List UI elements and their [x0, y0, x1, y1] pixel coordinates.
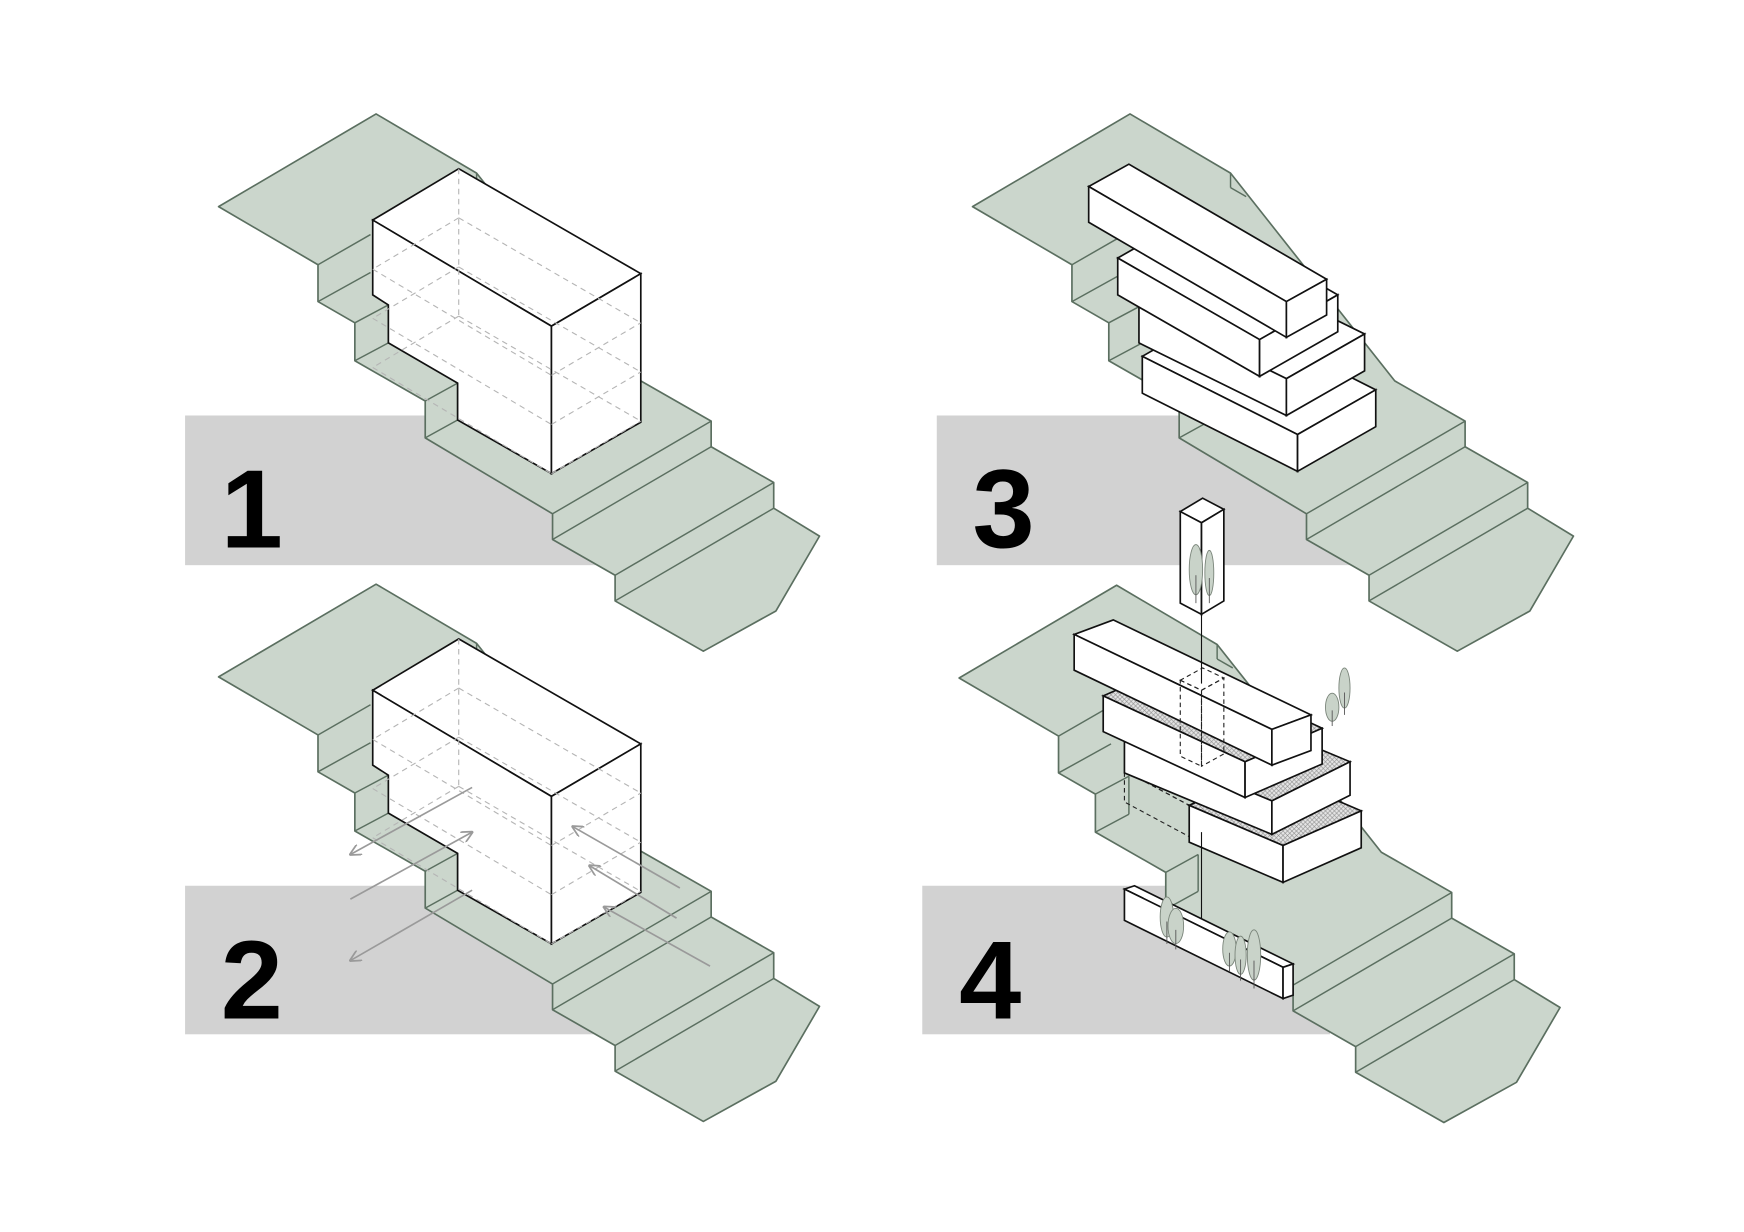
terrain-step-edge — [552, 420, 712, 515]
terrain-step-edge — [614, 507, 775, 602]
terrain-step-edge — [1165, 853, 1199, 873]
floor-line — [458, 785, 642, 892]
terrain-step-edge — [1216, 658, 1234, 669]
terrain-step-edge — [354, 774, 389, 794]
wind-arrow — [350, 889, 473, 960]
terrain-step-edge — [1071, 271, 1125, 303]
floor-line — [372, 317, 552, 425]
terrain-step-edge — [1355, 978, 1515, 1073]
end-face — [1271, 760, 1351, 836]
floor-line — [458, 217, 642, 324]
planter-insert — [1122, 884, 1296, 1000]
panel-4 — [958, 497, 1561, 1124]
building-mass — [371, 637, 643, 946]
courtyard-insert — [1178, 497, 1226, 616]
floor-line — [372, 315, 460, 368]
terrain-step-edge — [317, 233, 371, 266]
terrain-step-edge — [424, 382, 458, 402]
terrain-step-edge — [1292, 917, 1453, 1012]
front-face — [1179, 679, 1203, 768]
terrain-step-edge — [317, 742, 371, 773]
floor-line — [551, 792, 642, 847]
bar-1 — [1086, 163, 1329, 339]
floor-line — [458, 266, 642, 373]
terrain-step-edge — [354, 304, 389, 324]
terrain-step-edge — [424, 419, 458, 439]
floor-line — [551, 890, 642, 945]
step-number-3: 3 — [973, 446, 1035, 571]
terrain-step-edge — [1306, 446, 1466, 541]
floor-line — [372, 785, 460, 839]
terrain-step-edge — [1058, 743, 1112, 774]
wind-arrow — [349, 832, 472, 900]
terrain-step-edge — [1355, 953, 1515, 1048]
end-face — [1285, 277, 1328, 339]
panel-1 — [217, 113, 821, 653]
terrain-step-edge — [354, 812, 389, 832]
step-number-4: 4 — [959, 918, 1021, 1043]
floor-line — [372, 837, 552, 945]
terrain-step-edge — [614, 952, 775, 1047]
floor-line — [551, 322, 642, 376]
wind-arrow — [350, 786, 473, 854]
building-mass — [371, 167, 643, 476]
terrain-step-edge — [1368, 507, 1529, 602]
terrain-step-edge — [1095, 775, 1130, 795]
end-face — [1296, 388, 1377, 473]
step-number-1: 1 — [221, 446, 283, 571]
floor-line — [372, 736, 460, 790]
floor-line — [458, 687, 642, 794]
terrain-step-edge — [424, 889, 458, 909]
floor-line — [458, 315, 642, 422]
terrain-step-edge — [1230, 187, 1247, 198]
wind-arrow — [589, 866, 677, 919]
terrain-step-edge — [424, 852, 458, 872]
terrain-step-edge — [1108, 342, 1143, 362]
panel-2 — [217, 583, 821, 1123]
terrain-step-edge — [1368, 481, 1529, 576]
bar-1 — [1072, 619, 1314, 767]
terrain-step-edge — [354, 342, 389, 362]
end-face — [1285, 332, 1366, 417]
floor-line — [372, 266, 460, 319]
terrain-step-edge — [1108, 304, 1143, 324]
end-face — [1271, 713, 1312, 767]
terrain-step-edge — [1095, 813, 1130, 833]
floor-line — [458, 736, 642, 843]
floor-line — [372, 268, 552, 376]
end-face — [1282, 809, 1363, 884]
terrain-step-edge — [552, 446, 712, 541]
terrain-step-edge — [614, 977, 775, 1072]
terrain-step-edge — [317, 704, 371, 736]
wind-arrow — [604, 907, 711, 967]
terrain-step-edge — [1071, 233, 1125, 266]
end-face — [1282, 962, 1294, 1000]
floor-line — [372, 366, 552, 475]
floor-line — [551, 371, 642, 425]
panel-3 — [971, 113, 1575, 653]
floor-line — [372, 217, 460, 270]
terrain-step-edge — [1306, 420, 1466, 515]
terrain-step-edge — [552, 890, 712, 985]
wind-arrow — [573, 827, 681, 889]
terrain-step-edge — [614, 481, 775, 576]
terrain-step-edge — [1292, 891, 1453, 986]
floor-line — [372, 687, 460, 740]
floor-line — [551, 420, 642, 475]
step-number-2: 2 — [221, 918, 283, 1043]
courtyard-void — [1179, 667, 1226, 768]
terrain-step-edge — [552, 916, 712, 1011]
end-face — [1200, 677, 1225, 768]
terrain-step-edge — [1058, 705, 1112, 737]
terrain-step-edge — [317, 271, 371, 303]
